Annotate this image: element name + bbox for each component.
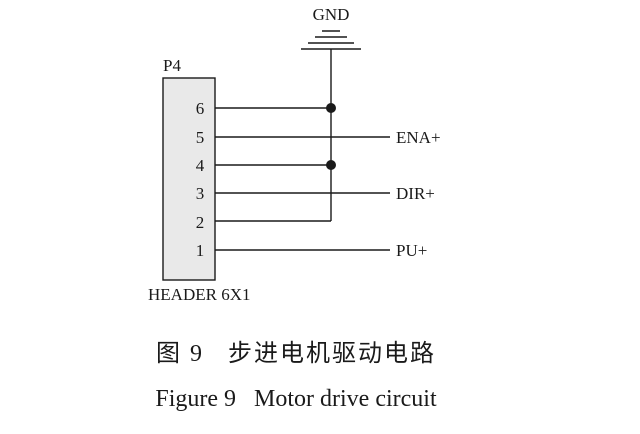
- figure-caption-chinese: 图 9 步进电机驱动电路: [156, 340, 436, 367]
- pu-net-label: PU+: [396, 241, 427, 260]
- ground-symbol: [301, 30, 361, 50]
- header-part-name: HEADER 6X1: [148, 285, 250, 304]
- pin-number-3: 3: [196, 184, 205, 203]
- pin-number-5: 5: [196, 128, 205, 147]
- pin-number-4: 4: [196, 156, 205, 175]
- header-designator: P4: [163, 56, 181, 75]
- dir-net-label: DIR+: [396, 184, 435, 203]
- figure-caption-english: Figure 9 Motor drive circuit: [155, 386, 437, 412]
- header-body: [162, 77, 216, 281]
- pin-number-1: 1: [196, 241, 205, 260]
- gnd-label: GND: [313, 5, 350, 24]
- pin-number-2: 2: [196, 213, 205, 232]
- junction-dot-pin-4: [326, 160, 336, 170]
- pin-number-6: 6: [196, 99, 205, 118]
- junction-dot-pin-6: [326, 103, 336, 113]
- ena-net-label: ENA+: [396, 128, 441, 147]
